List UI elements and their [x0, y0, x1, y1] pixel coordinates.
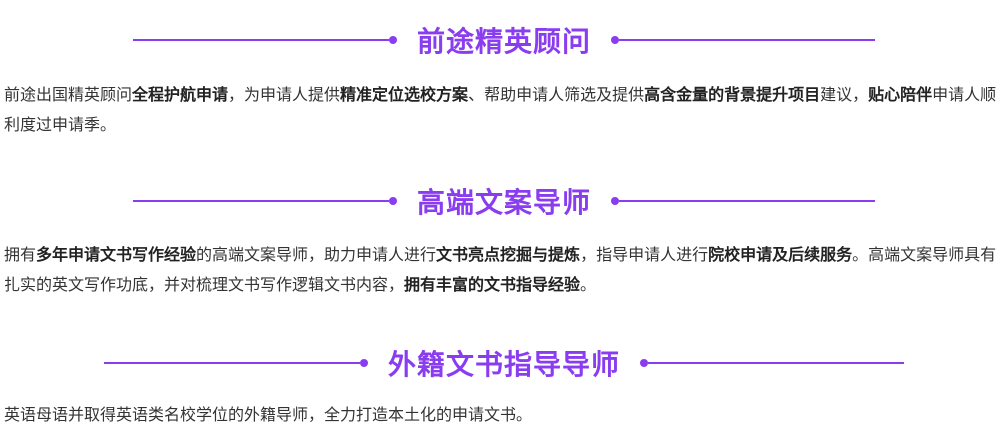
section-title: 前途精英顾问 [416, 25, 591, 58]
emphasis-text: 贴心陪伴 [868, 85, 933, 104]
section-paragraph: 英语母语并取得英语类名校学位的外籍导师，全力打造本土化的申请文书。 [4, 400, 1000, 430]
emphasis-text: 文书亮点挖掘与提炼 [436, 245, 581, 264]
body-text: 建议， [820, 85, 869, 104]
body-text: 英语母语并取得英语类名校学位的外籍导师，全力打造本土化的申请文书。 [4, 405, 533, 424]
divider-line-right [648, 362, 904, 364]
bullet-dot-icon [611, 36, 619, 44]
bullet-dot-icon [640, 359, 648, 367]
emphasis-text: 全程护航申请 [132, 85, 229, 104]
divider-line-left [103, 362, 360, 364]
body-text: 。高端文案导师具有扎实的英文写作功底，并对梳理文书写作逻辑文书内容， [4, 245, 997, 294]
divider-line-left [132, 200, 389, 202]
body-text: ，为申请人提供 [228, 85, 341, 104]
section-paragraph: 前途出国精英顾问全程护航申请，为申请人提供精准定位选校方案、帮助申请人筛选及提供… [4, 80, 1000, 140]
body-text: 。 [580, 275, 597, 294]
body-text: 的高端文案导师，助力申请人进行 [196, 245, 437, 264]
body-text: 前途出国精英顾问 [4, 85, 133, 104]
bullet-dot-icon [611, 197, 619, 205]
body-text: 申请人顺利度过申请季。 [4, 85, 997, 134]
section-title: 高端文案导师 [416, 186, 591, 219]
body-text: 、帮助申请人筛选及提供 [468, 85, 645, 104]
section-paragraph: 拥有多年申请文书写作经验的高端文案导师，助力申请人进行文书亮点挖掘与提炼，指导申… [4, 240, 1000, 300]
divider-line-right [619, 200, 875, 202]
bullet-dot-icon [388, 197, 397, 205]
section-header-elite-consultant: 前途精英顾问 [0, 20, 1008, 60]
body-text: ，指导申请人进行 [580, 245, 709, 264]
section-header-foreign-mentor: 外籍文书指导导师 [0, 343, 1008, 383]
bullet-dot-icon [388, 36, 397, 44]
section-title: 外籍文书指导导师 [387, 348, 620, 381]
divider-line-right [619, 39, 875, 41]
body-text: 拥有 [4, 245, 37, 264]
emphasis-text: 高含金量的背景提升项目 [644, 85, 821, 104]
emphasis-text: 精准定位选校方案 [340, 85, 469, 104]
emphasis-text: 拥有丰富的文书指导经验 [404, 275, 581, 294]
emphasis-text: 院校申请及后续服务 [708, 245, 853, 264]
divider-line-left [132, 39, 389, 41]
bullet-dot-icon [359, 359, 368, 367]
section-header-copywriting-mentor: 高端文案导师 [0, 181, 1008, 221]
emphasis-text: 多年申请文书写作经验 [36, 245, 197, 264]
